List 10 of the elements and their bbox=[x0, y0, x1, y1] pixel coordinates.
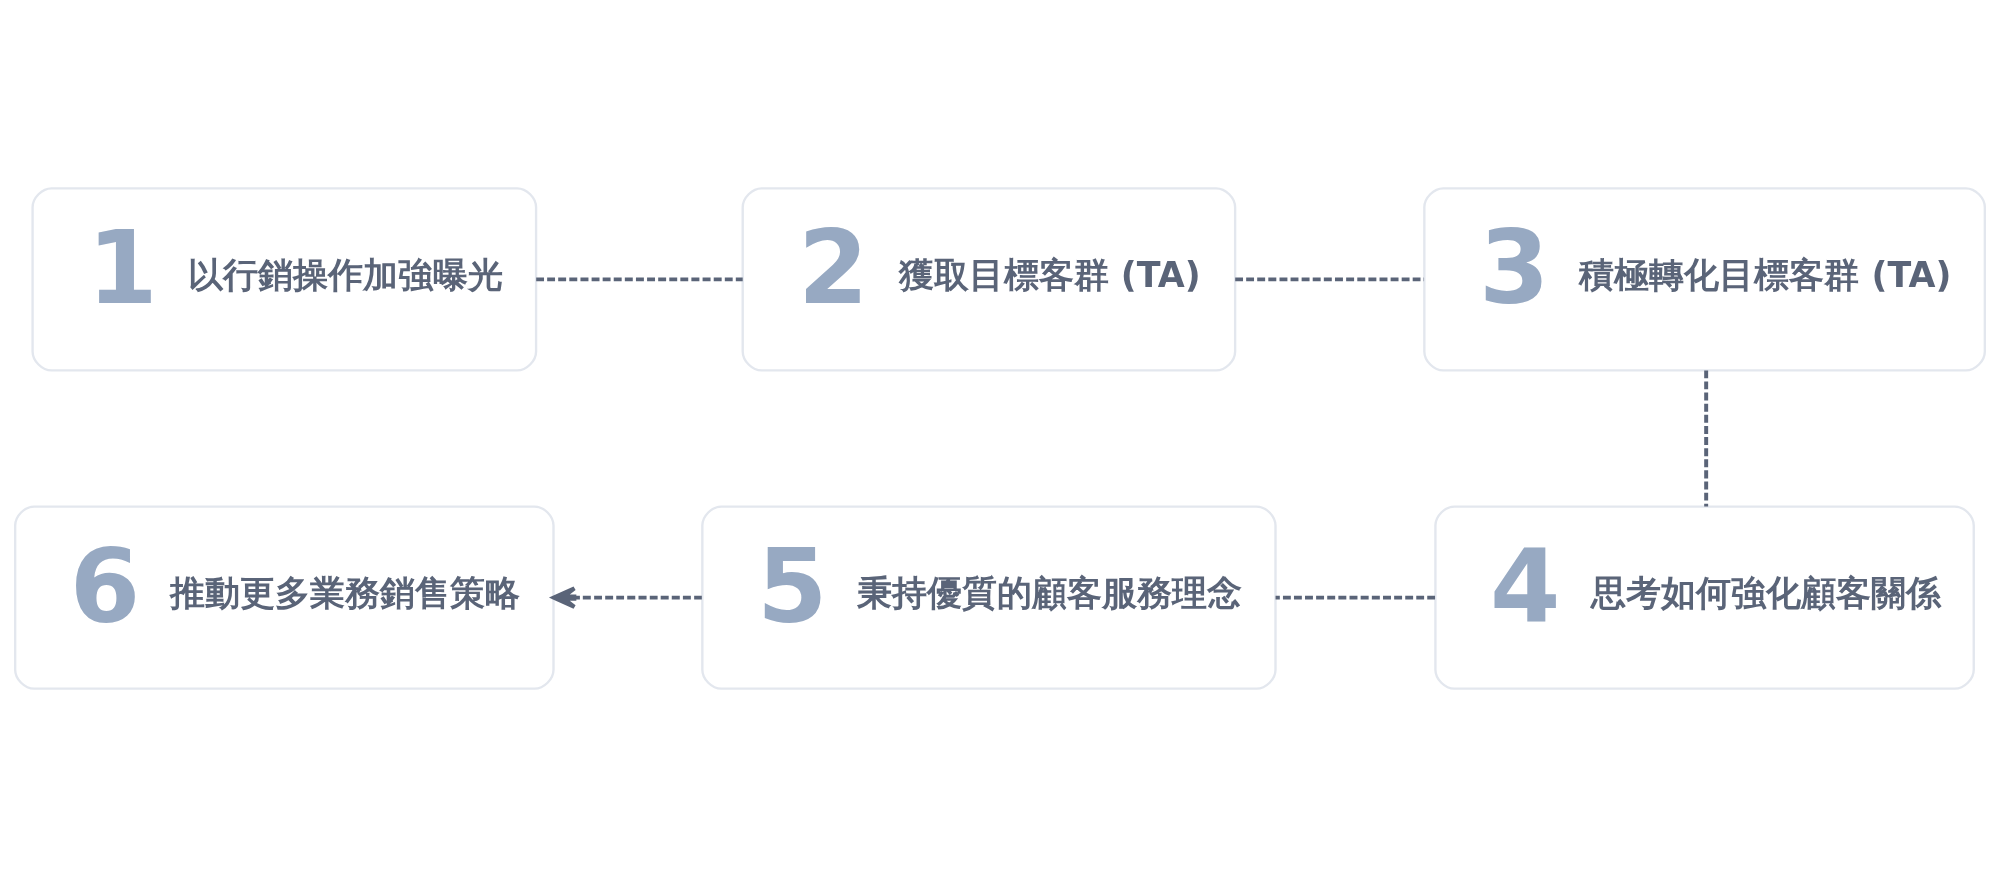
node-box: 3 積極轉化目標客群 (TA) bbox=[1423, 186, 1986, 372]
connector bbox=[536, 276, 743, 281]
node-box: 5 秉持優質的顧客服務理念 bbox=[701, 504, 1277, 690]
node-box: 4 思考如何強化顧客關係 bbox=[1434, 504, 1975, 690]
node-box: 1 以行銷操作加強曝光 bbox=[31, 186, 538, 372]
node-box: 2 獲取目標客群 (TA) bbox=[741, 186, 1237, 372]
connector bbox=[1704, 370, 1709, 506]
arrow bbox=[551, 585, 702, 609]
node-box: 6 推動更多業務銷售策略 bbox=[14, 504, 555, 690]
connector bbox=[1275, 595, 1436, 600]
